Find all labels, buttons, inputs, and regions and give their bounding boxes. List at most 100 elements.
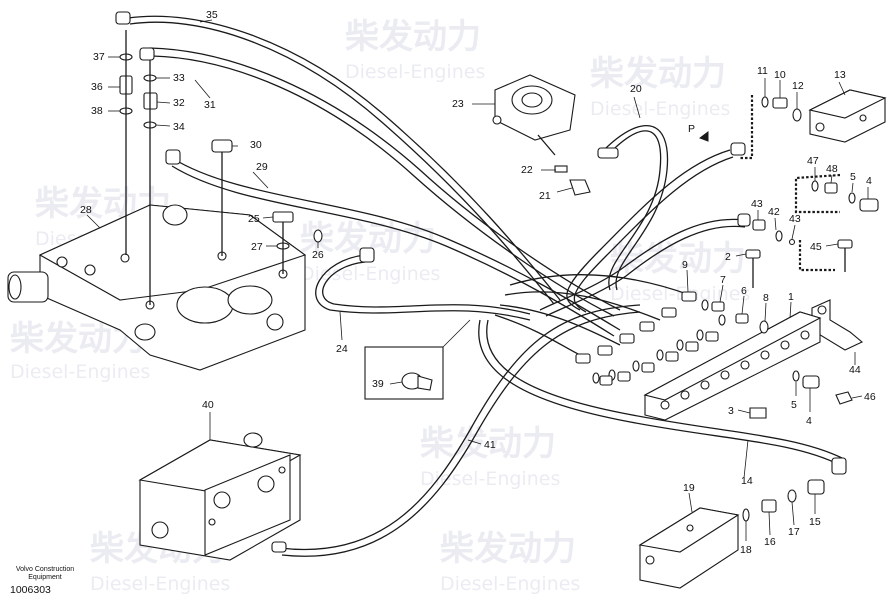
- callout-2: 2: [725, 251, 731, 263]
- valve-40-port-a: [213, 491, 231, 509]
- leader-32: [156, 101, 171, 104]
- valve-40-bolt: [278, 466, 286, 474]
- sensor-23-bolt: [492, 115, 502, 125]
- leader-6: [741, 295, 745, 315]
- o-ring: [696, 329, 704, 341]
- valve-block-right: [227, 285, 273, 315]
- pressure-arrow-icon: [698, 131, 709, 142]
- callout-45: 45: [810, 241, 822, 253]
- leader-19: [688, 492, 693, 513]
- callout-22: 22: [521, 164, 533, 176]
- hose-14-fitting: [831, 457, 847, 475]
- inset-39: [364, 319, 471, 400]
- block-19-hole: [686, 524, 694, 532]
- callout-17: 17: [788, 526, 800, 538]
- callout-40: 40: [202, 399, 214, 411]
- leader-3: [737, 409, 751, 414]
- callout-21: 21: [539, 190, 551, 202]
- watermark-top-right: 柴发动力 Diesel-Engines: [590, 54, 730, 120]
- manifold-port: [780, 340, 790, 350]
- valve-40-port-b: [257, 475, 275, 493]
- manifold-port: [740, 360, 750, 370]
- callout-31: 31: [204, 99, 216, 111]
- o-ring-18: [742, 508, 750, 522]
- hose-end-fitting: [681, 291, 697, 302]
- hose-24-fitting: [359, 247, 375, 263]
- o-ring-7: [701, 299, 709, 311]
- o-ring-47: [811, 180, 819, 192]
- watermark-mid-left: 柴发动力 Diesel-Engines: [10, 319, 150, 383]
- hose-43-fitting: [737, 213, 751, 227]
- valve-port-lower: [134, 323, 156, 341]
- screw-group: [745, 239, 853, 288]
- o-ring: [632, 360, 640, 372]
- sensor-23-stem: [537, 134, 556, 156]
- leader-13: [838, 81, 846, 96]
- valve-port-6: [56, 256, 68, 268]
- leader-41: [467, 439, 482, 445]
- callout-36: 36: [91, 81, 103, 93]
- callout-4-top: 4: [866, 175, 872, 187]
- seal-17: [787, 489, 797, 503]
- valve-port-1: [120, 253, 130, 263]
- adapter: [685, 341, 699, 352]
- callout-9: 9: [682, 259, 688, 271]
- hose-35-edge: [129, 21, 555, 305]
- footer-brand-line1: Volvo Construction: [15, 566, 75, 573]
- fitting-25: [272, 211, 294, 223]
- leader-35: [199, 19, 213, 23]
- hose-31-edge: [151, 55, 615, 317]
- leader-7: [719, 284, 724, 303]
- footer-drawing-code: 1006303: [10, 584, 51, 596]
- hose-43-edge: [545, 225, 746, 317]
- watermark-en: Diesel-Engines: [345, 61, 485, 83]
- callout-38: 38: [91, 105, 103, 117]
- manifold-port: [760, 350, 770, 360]
- watermark-right: 柴发动力 Diesel-Engines: [610, 239, 750, 305]
- callout-15: 15: [809, 516, 821, 528]
- elbow-21: [569, 179, 591, 196]
- bracket-44-hole: [817, 305, 827, 315]
- callout-25: 25: [248, 213, 260, 225]
- fitting-row-42: [737, 213, 796, 246]
- valve-port-5: [84, 264, 96, 276]
- hose-end-fitting: [639, 321, 655, 332]
- hose-43: [539, 218, 746, 311]
- watermark-en: Diesel-Engines: [10, 361, 150, 383]
- bundle-line-a: [509, 274, 691, 296]
- hose-29-fitting: [165, 149, 181, 165]
- o-ring-11: [761, 96, 769, 108]
- valve-port-side: [266, 313, 284, 331]
- watermark-mid: 柴发动力 Diesel-Engines: [420, 424, 560, 490]
- callout-4-bottom: 4: [806, 415, 812, 427]
- leader-17: [791, 501, 795, 526]
- hose-20-edge: [599, 124, 669, 291]
- adapter-6: [735, 313, 749, 324]
- manifold-port: [700, 380, 710, 390]
- block-19-port: [645, 555, 655, 565]
- leader-46: [851, 395, 863, 399]
- callout-43-right: 43: [789, 213, 801, 225]
- leader-5-top: [851, 182, 854, 193]
- plug-4-bottom: [802, 375, 820, 389]
- callout-48: 48: [826, 163, 838, 175]
- valve-end-port: [8, 274, 22, 300]
- leader-43-right: [791, 224, 796, 240]
- hose-end-fitting: [575, 353, 591, 364]
- callout-43-left: 43: [751, 198, 763, 210]
- leader-28: [86, 214, 101, 229]
- leader-48: [830, 174, 833, 184]
- callout-46: 46: [864, 391, 876, 403]
- watermark-cn: 柴发动力: [590, 54, 726, 94]
- adapter-9: [711, 301, 725, 312]
- callout-26: 26: [312, 249, 324, 261]
- callout-34: 34: [173, 121, 185, 133]
- seal-8: [759, 320, 769, 334]
- valve-40-port-c: [151, 521, 169, 539]
- callout-29: 29: [256, 161, 268, 173]
- leader-9: [686, 269, 689, 293]
- valve-spool-top: [162, 204, 188, 226]
- leader-39: [389, 381, 403, 385]
- leader-14: [743, 439, 749, 479]
- hose-31-fitting: [139, 47, 155, 61]
